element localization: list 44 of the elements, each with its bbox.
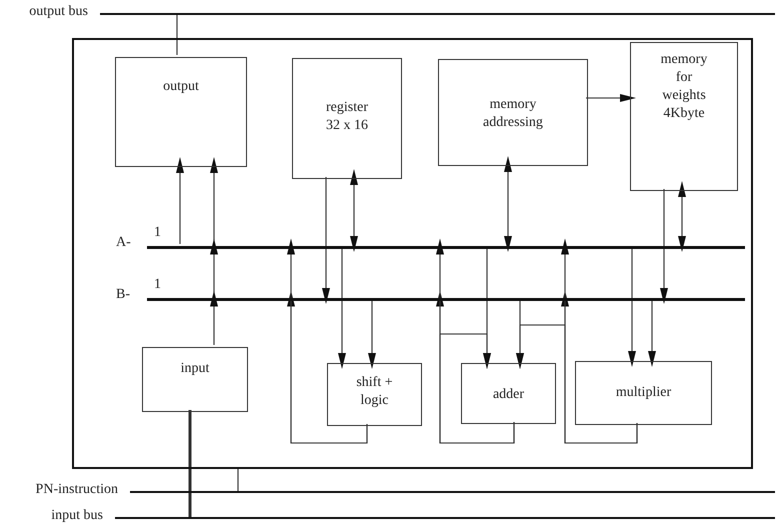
connector-arrow: [338, 246, 346, 369]
bus-line: [100, 13, 775, 14]
connector-arrow: [176, 157, 184, 244]
process-box: [115, 57, 247, 167]
box-label: output: [162, 78, 200, 96]
bus-label: input bus: [51, 508, 103, 524]
bus-line: [130, 491, 775, 492]
box-label: input: [180, 360, 210, 378]
chip-outline: [72, 38, 753, 469]
connector-arrow: [516, 324, 638, 444]
box-label: adder: [492, 386, 526, 404]
bus-label: A-: [116, 235, 131, 251]
bus-line: [115, 517, 775, 518]
box-label: memory addressing: [482, 96, 544, 132]
bus-width-label: 1: [154, 277, 161, 293]
box-label: shift + logic: [355, 374, 394, 410]
connector-arrow: [648, 298, 656, 367]
connector-arrow: [287, 238, 368, 444]
box-label: register 32 x 16: [325, 99, 369, 135]
bus-label: PN-instruction: [36, 482, 118, 498]
bus-width-label: 1: [154, 225, 161, 241]
connector-arrow: [628, 246, 636, 367]
connector-arrow: [504, 156, 512, 252]
process-box: [292, 58, 402, 179]
process-box: [461, 363, 556, 424]
connector-arrow: [322, 177, 330, 304]
bus-label: output bus: [29, 4, 88, 20]
box-label: memory for weights 4Kbyte: [660, 51, 708, 123]
connector-arrow: [660, 189, 668, 304]
connector-arrow: [678, 181, 686, 252]
bus-label: B-: [116, 287, 130, 303]
box-label: multiplier: [614, 384, 672, 402]
connector-arrow: [350, 169, 358, 252]
bus-line: [147, 298, 745, 300]
process-box: [630, 42, 738, 191]
process-box: [327, 363, 422, 426]
bus-line: [147, 246, 745, 248]
process-box: [575, 361, 712, 425]
connector-arrow: [368, 298, 376, 369]
connector-arrow: [586, 94, 636, 102]
connector-arrow: [439, 333, 515, 444]
process-box: [438, 59, 588, 166]
connector-arrow: [210, 290, 218, 345]
process-box: [142, 347, 248, 412]
